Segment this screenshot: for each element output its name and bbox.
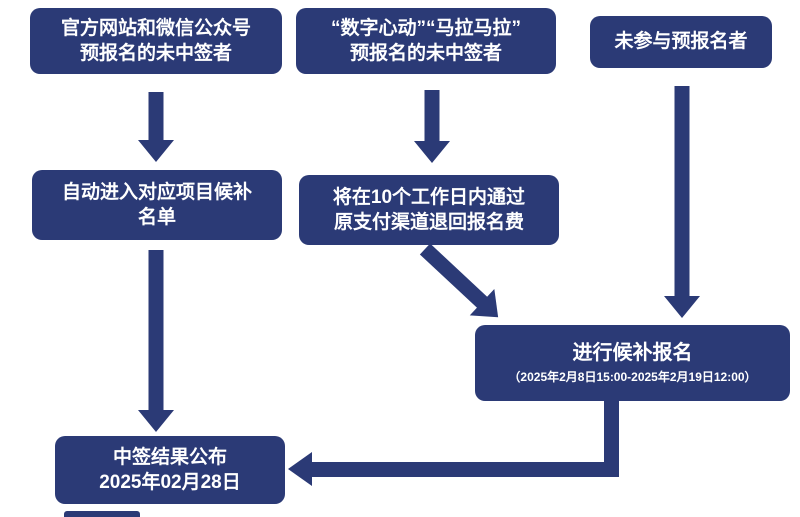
arrow-head xyxy=(414,141,450,163)
box-refund-line1: 将在10个工作日内通过 xyxy=(332,186,526,208)
box-not-preregistered-line1: 未参与预报名者 xyxy=(614,31,748,53)
box-official-preregistered: 官方网站和微信公众号 预报名的未中签者 xyxy=(30,8,282,74)
box-apps-line2: 预报名的未中签者 xyxy=(349,43,502,64)
arrow-elbow-head-icon xyxy=(288,452,312,486)
box-apps-line1: “数字心动”“马拉马拉” xyxy=(330,17,521,39)
box-waitlist-registration-title: 进行候补报名 xyxy=(572,341,693,364)
box-result-line2: 2025年02月28日 xyxy=(99,472,241,493)
box-waitlist-auto: 自动进入对应项目候补 名单 xyxy=(32,170,282,240)
box-official-line2: 预报名的未中签者 xyxy=(79,43,232,64)
arrow-head xyxy=(138,140,174,162)
box-result-line1: 中签结果公布 xyxy=(112,446,227,468)
box-waitlist-registration: 进行候补报名 （2025年2月8日15:00-2025年2月19日12:00） xyxy=(475,325,790,401)
arrow-not-preregistered-down-icon xyxy=(664,86,700,318)
arrow-head xyxy=(664,296,700,318)
arrow-shaft xyxy=(419,243,491,311)
box-waitlist-registration-period: （2025年2月8日15:00-2025年2月19日12:00） xyxy=(508,370,757,385)
box-waitlist-auto-line2: 名单 xyxy=(137,207,176,228)
arrow-apps-down-icon xyxy=(414,90,450,163)
box-waitlist-auto-line1: 自动进入对应项目候补 xyxy=(61,181,252,203)
cropped-box-edge xyxy=(64,511,140,517)
box-refund-line2: 原支付渠道退回报名费 xyxy=(333,212,524,233)
arrow-elbow-horizontal-icon xyxy=(312,462,619,477)
arrow-shaft xyxy=(148,92,164,144)
box-official-line1: 官方网站和微信公众号 xyxy=(60,17,251,39)
arrow-official-down-icon xyxy=(138,92,174,162)
arrow-shaft xyxy=(674,86,690,300)
box-apps-preregistered: “数字心动”“马拉马拉” 预报名的未中签者 xyxy=(296,8,556,74)
arrow-refund-to-waitlist-reg-icon xyxy=(413,236,511,331)
box-result-announcement: 中签结果公布 2025年02月28日 xyxy=(55,436,285,504)
arrow-shaft xyxy=(148,250,164,414)
arrow-shaft xyxy=(424,90,440,145)
arrow-head xyxy=(138,410,174,432)
arrow-elbow-vertical-icon xyxy=(604,401,619,477)
box-refund: 将在10个工作日内通过 原支付渠道退回报名费 xyxy=(299,175,559,245)
box-not-preregistered: 未参与预报名者 xyxy=(590,16,772,68)
arrow-waitlist-to-result-icon xyxy=(138,250,174,432)
